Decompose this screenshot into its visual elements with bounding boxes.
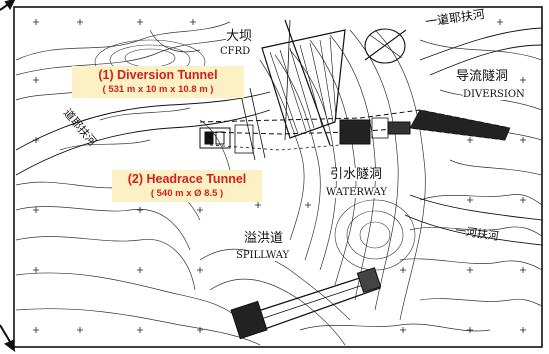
waterway-label-cn: 引水隧洞 [330,167,383,182]
river-banks [15,27,543,246]
cfrd-label-en: CFRD [220,46,251,57]
dam-structure [261,19,346,146]
diversion-label-cn: 导流隧洞 [456,69,509,84]
outlet-works [199,87,411,161]
map-frame [13,6,543,348]
spillway-chute [230,267,382,340]
waterway-label-en: WATERWAY [326,187,387,198]
diversion-tunnel-dims: ( 531 m x 10 m x 10.8 m ) [102,84,214,95]
upstream-structure [364,28,407,64]
headrace-tunnel-title: (2) Headrace Tunnel [127,172,247,186]
grid-crosses [33,19,526,333]
diversion-tunnel-title: (1) Diversion Tunnel [98,68,218,82]
spillway-label-en: SPILLWAY [236,250,290,261]
contour-lines [15,21,543,346]
headrace-highlight [112,170,262,202]
diversion-label-en: DIVERSION [463,89,525,100]
cfrd-label-cn: 大坝 [226,29,253,44]
diversion-highlight [72,66,244,98]
corner-arrows [0,0,16,353]
headrace-tunnel-dims: ( 540 m x Ø 8.5 ) [150,188,224,199]
spillway-label-cn: 溢洪道 [244,231,284,246]
